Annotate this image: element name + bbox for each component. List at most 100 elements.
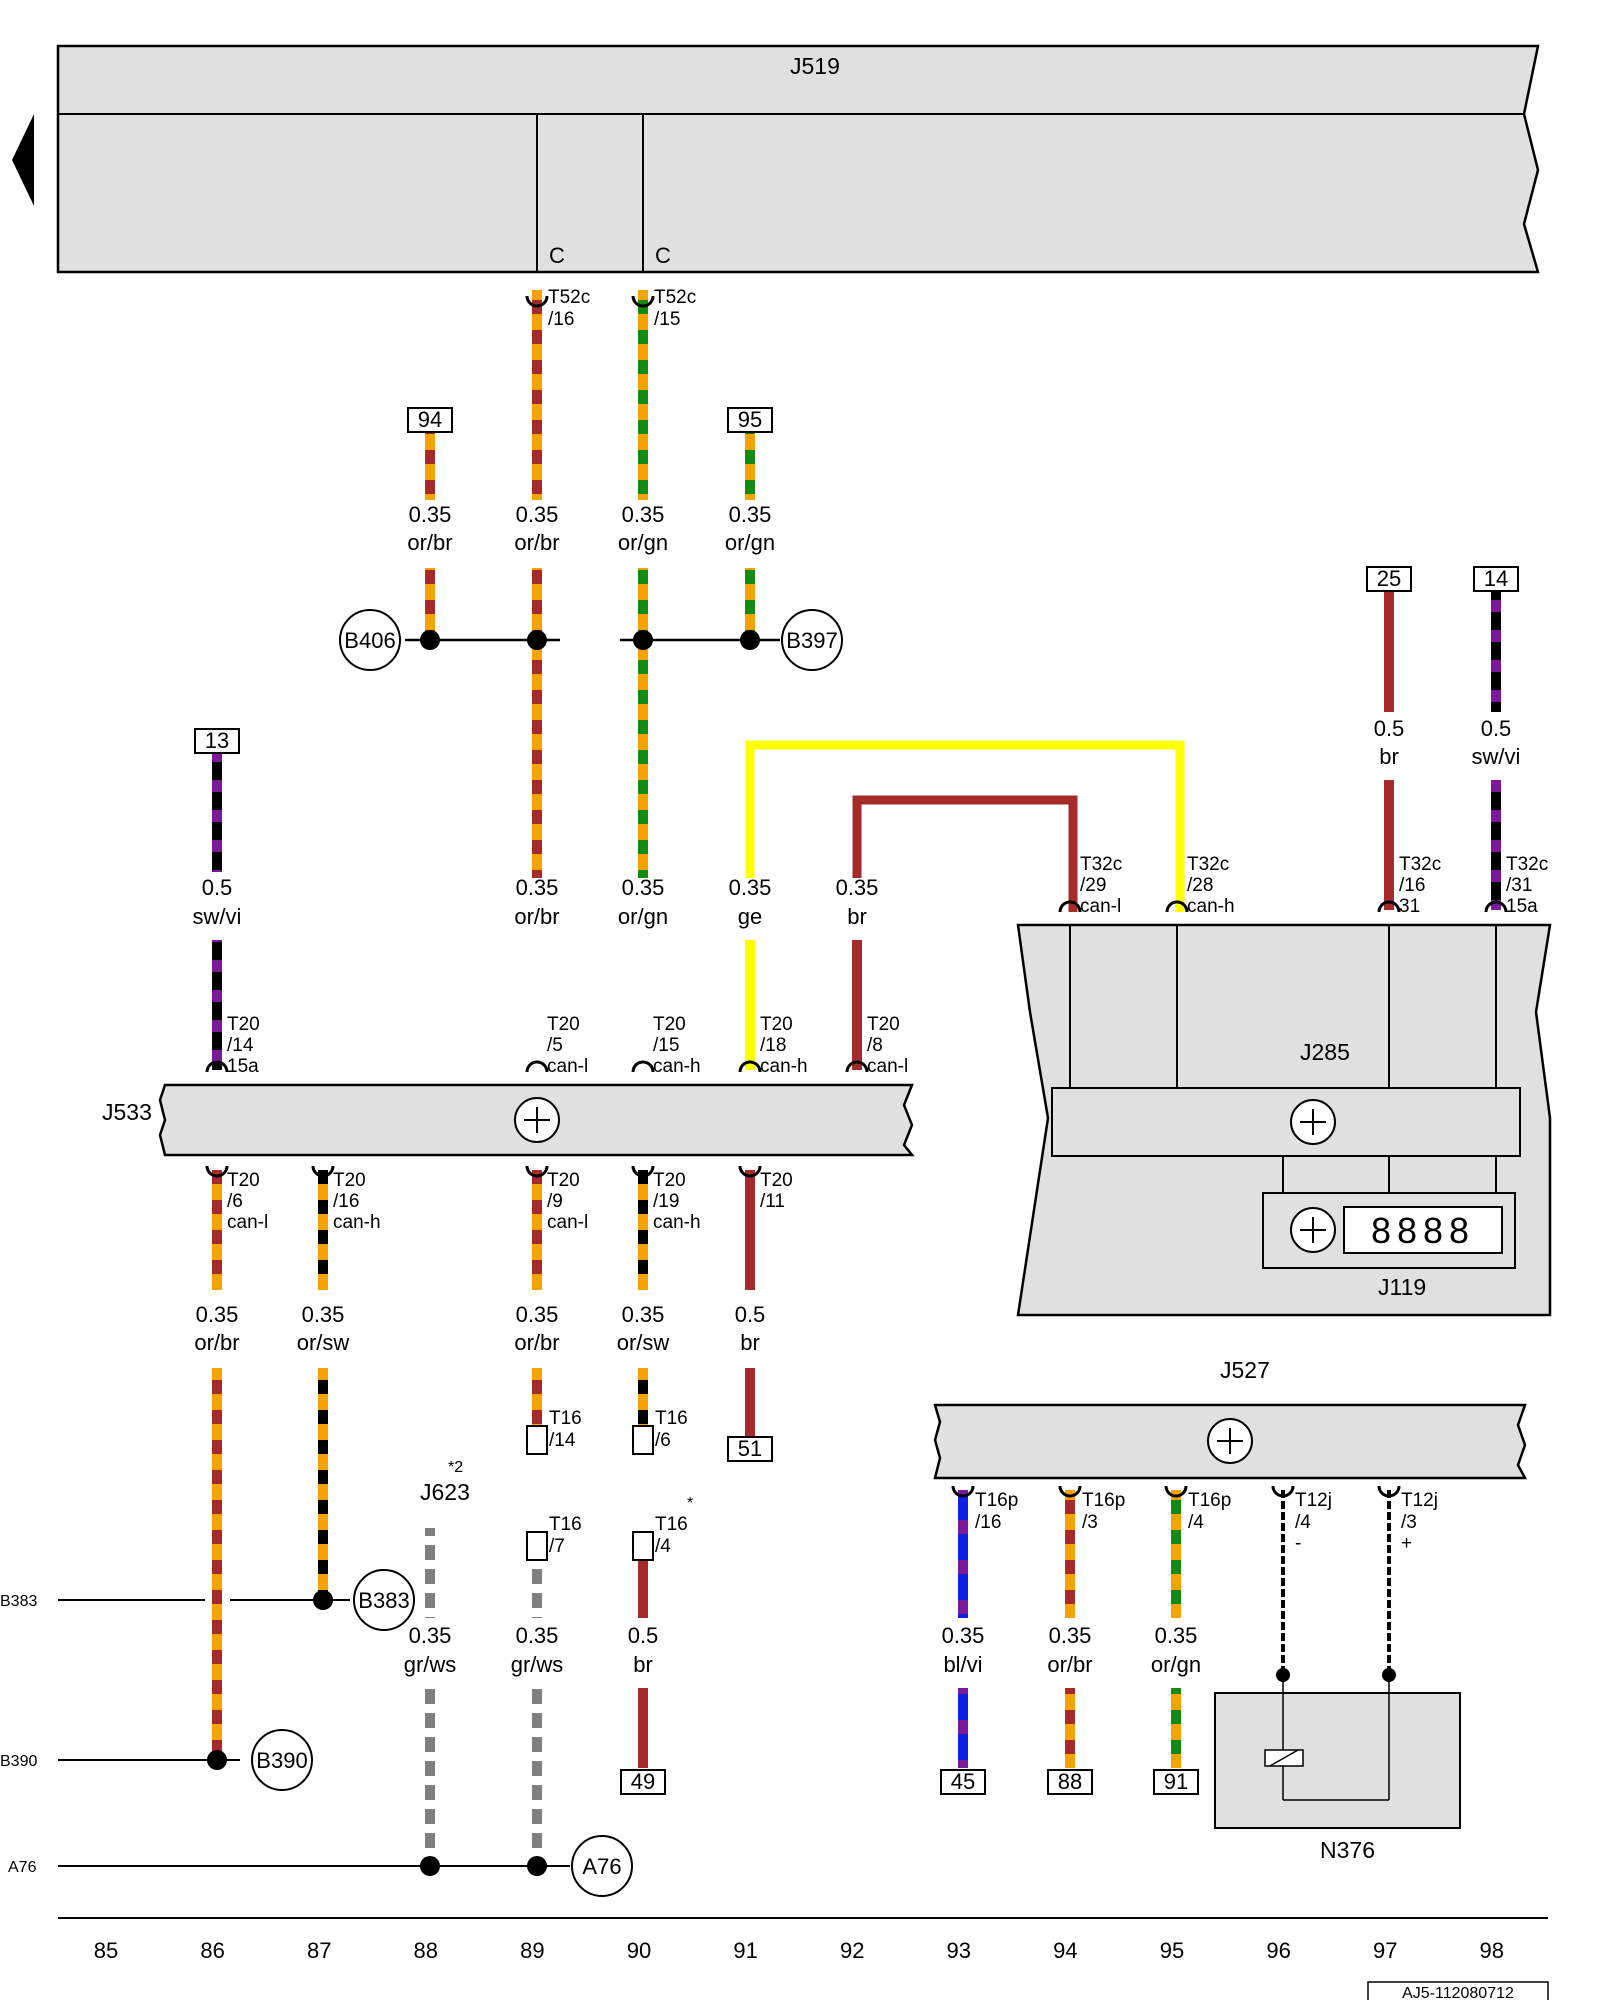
wire-label-94-top-size: 0.35 bbox=[409, 502, 452, 527]
pin-t20-8-a: T20 bbox=[867, 1014, 900, 1035]
pin-t16p-4-a: T16p bbox=[1188, 1490, 1231, 1511]
wire-label-90-low-size: 0.35 bbox=[622, 1302, 665, 1327]
wire-col90-low bbox=[638, 1170, 648, 1290]
bus-line-b383: B383 B383 bbox=[0, 1569, 415, 1631]
wire-label-89-mid-size: 0.35 bbox=[516, 875, 559, 900]
pin-t16p-4-b: /4 bbox=[1188, 1512, 1204, 1533]
t16-14-connector bbox=[526, 1425, 548, 1455]
wire-label-91-low-size: 0.5 bbox=[735, 1302, 766, 1327]
pin-t32c-31-c: 15a bbox=[1506, 896, 1538, 917]
ref-box-14: 14 bbox=[1473, 566, 1519, 592]
pin-t32c-28-c: can-h bbox=[1187, 896, 1235, 917]
ref-box-88: 88 bbox=[1047, 1769, 1093, 1795]
column-number-92: 92 bbox=[840, 1938, 864, 1963]
wire-label-94-top-color: or/br bbox=[407, 530, 452, 555]
wire-label-95-bot-size: 0.35 bbox=[1155, 1623, 1198, 1648]
pin-t16p-3-b: /3 bbox=[1082, 1512, 1098, 1533]
wire-label-89-bot-size: 0.35 bbox=[516, 1623, 559, 1648]
wire-label-91-mid-color: ge bbox=[738, 904, 762, 929]
wire-label-86-low-color: or/br bbox=[194, 1330, 239, 1355]
pin-t20-6-a: T20 bbox=[227, 1170, 260, 1191]
j119-label: J119 bbox=[1378, 1274, 1426, 1300]
wire-label-90-low-color: or/sw bbox=[617, 1330, 670, 1355]
ref-box-95: 95 bbox=[727, 407, 773, 433]
column-number-87: 87 bbox=[307, 1938, 331, 1963]
pin-t20-18-a: T20 bbox=[760, 1014, 793, 1035]
pin-t52c-16-b: /16 bbox=[548, 309, 574, 330]
column-number-85: 85 bbox=[94, 1938, 118, 1963]
wire-label-94-bot-color: or/br bbox=[1047, 1652, 1092, 1677]
footnote-j623: *2 bbox=[448, 1459, 463, 1476]
pin-t32c-16-b: /16 bbox=[1399, 875, 1425, 896]
svg-text:49: 49 bbox=[631, 1769, 655, 1794]
wire-col90 bbox=[638, 290, 648, 878]
column-number-90: 90 bbox=[627, 1938, 651, 1963]
pin-t32c-28-b: /28 bbox=[1187, 875, 1213, 896]
svg-text:13: 13 bbox=[205, 728, 229, 753]
pin-t20-15-b: /15 bbox=[653, 1035, 679, 1056]
pin-t32c-31-a: T32c bbox=[1506, 854, 1548, 875]
pin-t16-4-a: T16 bbox=[655, 1514, 688, 1535]
pin-t32c-16-c: 31 bbox=[1399, 896, 1420, 917]
pin-t16-7-b: /7 bbox=[549, 1536, 565, 1557]
wire-label-86-mid-size: 0.5 bbox=[202, 875, 233, 900]
pin-t20-16-b: /16 bbox=[333, 1191, 359, 1212]
wire-label-90-mid-size: 0.35 bbox=[622, 875, 665, 900]
pin-t12j-4-b: /4 bbox=[1295, 1512, 1311, 1533]
wire-label-90-bot-color: br bbox=[633, 1652, 653, 1677]
wire-label-89-top-size: 0.35 bbox=[516, 502, 559, 527]
wire-col93-bot bbox=[958, 1490, 968, 1618]
ref-box-25: 25 bbox=[1366, 566, 1412, 592]
wire-col95-top bbox=[745, 432, 755, 500]
pin-c-1: C bbox=[549, 243, 565, 268]
pin-t32c-29-b: /29 bbox=[1080, 875, 1106, 896]
pin-t20-6-b: /6 bbox=[227, 1191, 243, 1212]
svg-text:A76: A76 bbox=[8, 1859, 37, 1876]
j519-module: J519 bbox=[56, 44, 1540, 274]
j527-label: J527 bbox=[1220, 1357, 1270, 1383]
pin-t16-14-b: /14 bbox=[549, 1430, 576, 1451]
wire-label-87-low-color: or/sw bbox=[297, 1330, 350, 1355]
ref-box-51: 51 bbox=[727, 1436, 773, 1462]
svg-text:25: 25 bbox=[1377, 566, 1401, 591]
wire-label-98-top-size: 0.5 bbox=[1481, 716, 1512, 741]
wire-label-90-mid-color: or/gn bbox=[618, 904, 668, 929]
bus-line-a76: A76 A76 bbox=[8, 1835, 633, 1897]
pin-t20-16-a: T20 bbox=[333, 1170, 366, 1191]
column-number-91: 91 bbox=[733, 1938, 757, 1963]
pin-t12j-3-b: /3 bbox=[1401, 1512, 1417, 1533]
wire-label-88-bot-size: 0.35 bbox=[409, 1623, 452, 1648]
pin-t32c-28-a: T32c bbox=[1187, 854, 1229, 875]
wire-label-91-mid-size: 0.35 bbox=[729, 875, 772, 900]
t16-7-connector bbox=[526, 1531, 548, 1561]
ref-box-94: 94 bbox=[407, 407, 453, 433]
wire-col86-top bbox=[425, 432, 435, 500]
wire-col86-low bbox=[212, 1170, 222, 1290]
pin-t16p-3-a: T16p bbox=[1082, 1490, 1125, 1511]
ref-box-45: 45 bbox=[940, 1769, 986, 1795]
wire-col89 bbox=[532, 290, 542, 878]
wire-col86-top2 bbox=[425, 568, 435, 640]
pin-t20-5-a: T20 bbox=[547, 1014, 580, 1035]
svg-text:51: 51 bbox=[738, 1436, 762, 1461]
pin-t20-15-c: can-h bbox=[653, 1056, 701, 1077]
wire-label-93-bot-color: bl/vi bbox=[943, 1652, 982, 1677]
wire-label-97-top-color: br bbox=[1379, 744, 1399, 769]
splice-a76: A76 bbox=[582, 1854, 621, 1879]
svg-text:88: 88 bbox=[1058, 1769, 1082, 1794]
wire-label-98-top-color: sw/vi bbox=[1472, 744, 1521, 769]
wire-label-95-bot-color: or/gn bbox=[1151, 1652, 1201, 1677]
svg-text:B390: B390 bbox=[0, 1753, 37, 1770]
pin-t20-16-c: can-h bbox=[333, 1212, 381, 1233]
doc-code: AJ5-112080712 bbox=[1402, 1985, 1514, 2000]
wire-label-97-top-size: 0.5 bbox=[1374, 716, 1405, 741]
wire-ge-loop bbox=[745, 740, 1185, 912]
pin-t16-14-a: T16 bbox=[549, 1408, 582, 1429]
pin-c-2: C bbox=[655, 243, 671, 268]
pin-t12j-3-c: + bbox=[1401, 1533, 1412, 1554]
pin-t20-15-a: T20 bbox=[653, 1014, 686, 1035]
wire-label-90-top-color: or/gn bbox=[618, 530, 668, 555]
pin-t20-19-c: can-h bbox=[653, 1212, 701, 1233]
column-number-96: 96 bbox=[1266, 1938, 1290, 1963]
